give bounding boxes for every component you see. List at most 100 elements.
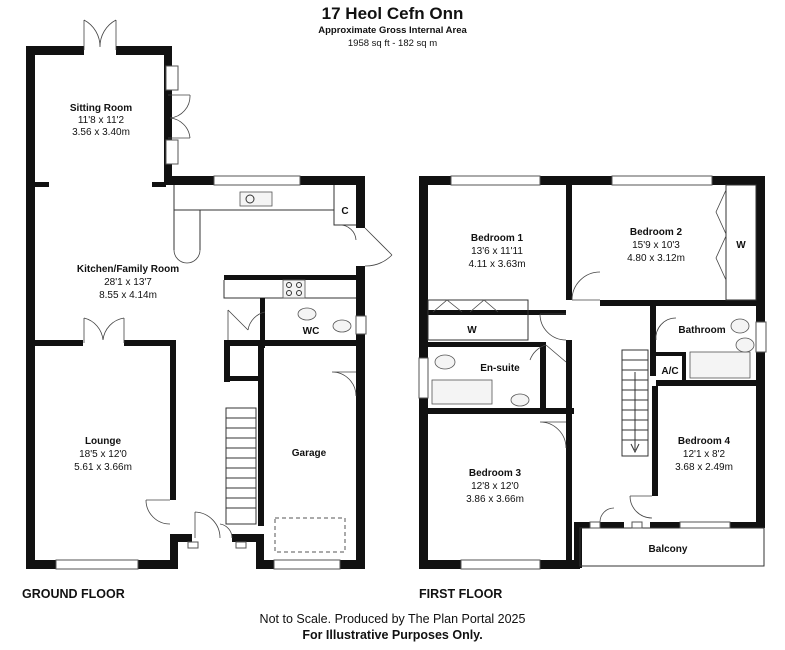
ff-bed1-south-wall xyxy=(428,310,566,315)
bedroom2-imperial: 15'9 x 10'3 xyxy=(632,240,680,251)
gf-sitting-french-doors xyxy=(83,19,117,50)
gf-sitting-window-2 xyxy=(165,139,179,165)
ff-stairs xyxy=(621,349,649,457)
kitchen-metric: 8.55 x 4.14m xyxy=(99,290,157,301)
gf-garage-west-wall xyxy=(258,346,264,526)
gf-porch-light xyxy=(235,541,247,549)
ff-bathroom-door xyxy=(655,317,677,341)
gf-hob-wall xyxy=(224,275,356,280)
wc-basin-icon xyxy=(297,307,317,321)
ensuite-name: En-suite xyxy=(480,363,520,374)
gf-garage-side-door xyxy=(331,371,357,397)
ff-bed4-west-wall xyxy=(652,386,658,496)
gf-stairs-outline xyxy=(225,407,257,525)
gf-front-door xyxy=(194,511,233,539)
gf-back-door xyxy=(364,227,393,267)
sitting-room-metric: 3.56 x 3.40m xyxy=(72,127,130,138)
gf-stub-left xyxy=(35,182,49,187)
ff-south-wall-2 xyxy=(540,560,580,569)
ff-bed1-bed2-wall xyxy=(566,185,572,300)
gf-north-wall-left xyxy=(26,46,84,55)
gf-lounge-window xyxy=(55,559,139,570)
ff-stairs-outline xyxy=(621,349,649,457)
bedroom3-imperial: 12'8 x 12'0 xyxy=(471,481,519,492)
ff-ensuite-east-wall xyxy=(540,342,546,412)
bedroom1-imperial: 13'6 x 11'11 xyxy=(471,246,523,257)
lounge-imperial: 18'5 x 12'0 xyxy=(79,449,127,460)
wc-name: WC xyxy=(303,326,320,337)
ff-balcony-door xyxy=(599,507,615,523)
gf-cupboard-door xyxy=(339,224,357,241)
plan-subtitle: Approximate Gross Internal Area xyxy=(318,25,467,36)
bedroom4-name: Bedroom 4 xyxy=(678,436,731,447)
ff-bed1-door xyxy=(539,313,567,341)
ac-name: A/C xyxy=(661,366,678,377)
ff-bathroom-west-wall xyxy=(650,306,656,376)
gf-east-wall-upper xyxy=(356,176,365,228)
bedroom1-metric: 4.11 x 3.63m xyxy=(468,259,525,270)
room-labels: Sitting Room 11'8 x 11'2 3.56 x 3.40m Ki… xyxy=(70,103,746,555)
ensuite-bath-icon xyxy=(431,379,493,405)
gf-wc-window xyxy=(355,315,367,335)
ground-floor-label: GROUND FLOOR xyxy=(22,587,125,601)
ff-landing-south-2 xyxy=(650,522,680,528)
hob-ring-icon xyxy=(296,290,302,296)
gf-stair-treads xyxy=(226,417,256,509)
bathroom-name: Bathroom xyxy=(678,325,725,336)
gf-porch-top-left xyxy=(170,534,192,542)
ff-ac-side-wall xyxy=(682,352,686,382)
sink-bowl-icon xyxy=(245,194,255,204)
ff-ensuite-window xyxy=(418,357,429,399)
ff-bed2-wardrobe-doors xyxy=(715,189,727,281)
ff-landing-west-wall xyxy=(566,340,572,414)
gf-hall-wall xyxy=(224,340,260,346)
sitting-room-imperial: 11'8 x 11'2 xyxy=(78,115,125,126)
gf-lounge-north-wall-1 xyxy=(35,340,83,346)
bedroom2-name: Bedroom 2 xyxy=(630,227,683,238)
ff-bed3-door xyxy=(539,421,567,449)
bathroom-basin-icon xyxy=(730,318,750,334)
ff-bed2-window xyxy=(611,175,713,186)
cupboard-name: C xyxy=(341,206,348,217)
gf-north-wall-right xyxy=(116,46,172,55)
gf-garage-door-track xyxy=(274,517,346,553)
bedroom3-name: Bedroom 3 xyxy=(469,468,522,479)
gf-sitting-east-wall xyxy=(164,46,172,178)
gf-porch-top-right xyxy=(232,534,262,542)
ff-south-wall-1 xyxy=(419,560,461,569)
ff-north-wall-1 xyxy=(419,176,451,185)
gf-kitchen-window xyxy=(213,175,301,186)
wc-toilet-icon xyxy=(332,319,352,333)
ff-north-wall-2 xyxy=(540,176,612,185)
gf-porch-light xyxy=(187,541,199,549)
gf-cupboard-walls xyxy=(333,185,356,226)
bedroom2-wardrobe-label: W xyxy=(736,240,746,251)
bathroom-toilet-icon xyxy=(735,337,755,353)
ff-bathroom-south-wall xyxy=(656,380,756,386)
bedroom1-name: Bedroom 1 xyxy=(471,233,524,244)
balcony-name: Balcony xyxy=(649,544,688,555)
gf-west-wall xyxy=(26,46,35,568)
sink-icon xyxy=(239,191,273,207)
ff-bed3-window xyxy=(460,559,541,570)
bedroom1-wardrobe-label: W xyxy=(467,325,477,336)
kitchen-imperial: 28'1 x 13'7 xyxy=(104,277,152,288)
gf-sitting-window-1 xyxy=(165,65,179,91)
gf-lounge-east-wall xyxy=(170,340,176,500)
ff-balcony-light xyxy=(631,521,643,529)
gf-south-wall-4 xyxy=(340,560,365,569)
ff-ensuite-north-wall xyxy=(428,342,546,347)
ff-bed4-window xyxy=(679,521,731,529)
gf-south-wall-3 xyxy=(256,560,274,569)
ff-bed1-wardrobe-doors xyxy=(432,299,499,313)
gf-stair-wall-bottom xyxy=(224,376,260,381)
garage-name: Garage xyxy=(292,448,327,459)
ff-bed1-wardrobe xyxy=(427,299,529,341)
footer-disclaimer: Not to Scale. Produced by The Plan Porta… xyxy=(259,612,526,626)
gf-worktop-curve xyxy=(173,249,201,264)
ground-floor-plan xyxy=(26,19,393,570)
gf-stairs xyxy=(225,407,257,525)
hob-ring-icon xyxy=(286,282,292,288)
lounge-name: Lounge xyxy=(85,436,122,447)
